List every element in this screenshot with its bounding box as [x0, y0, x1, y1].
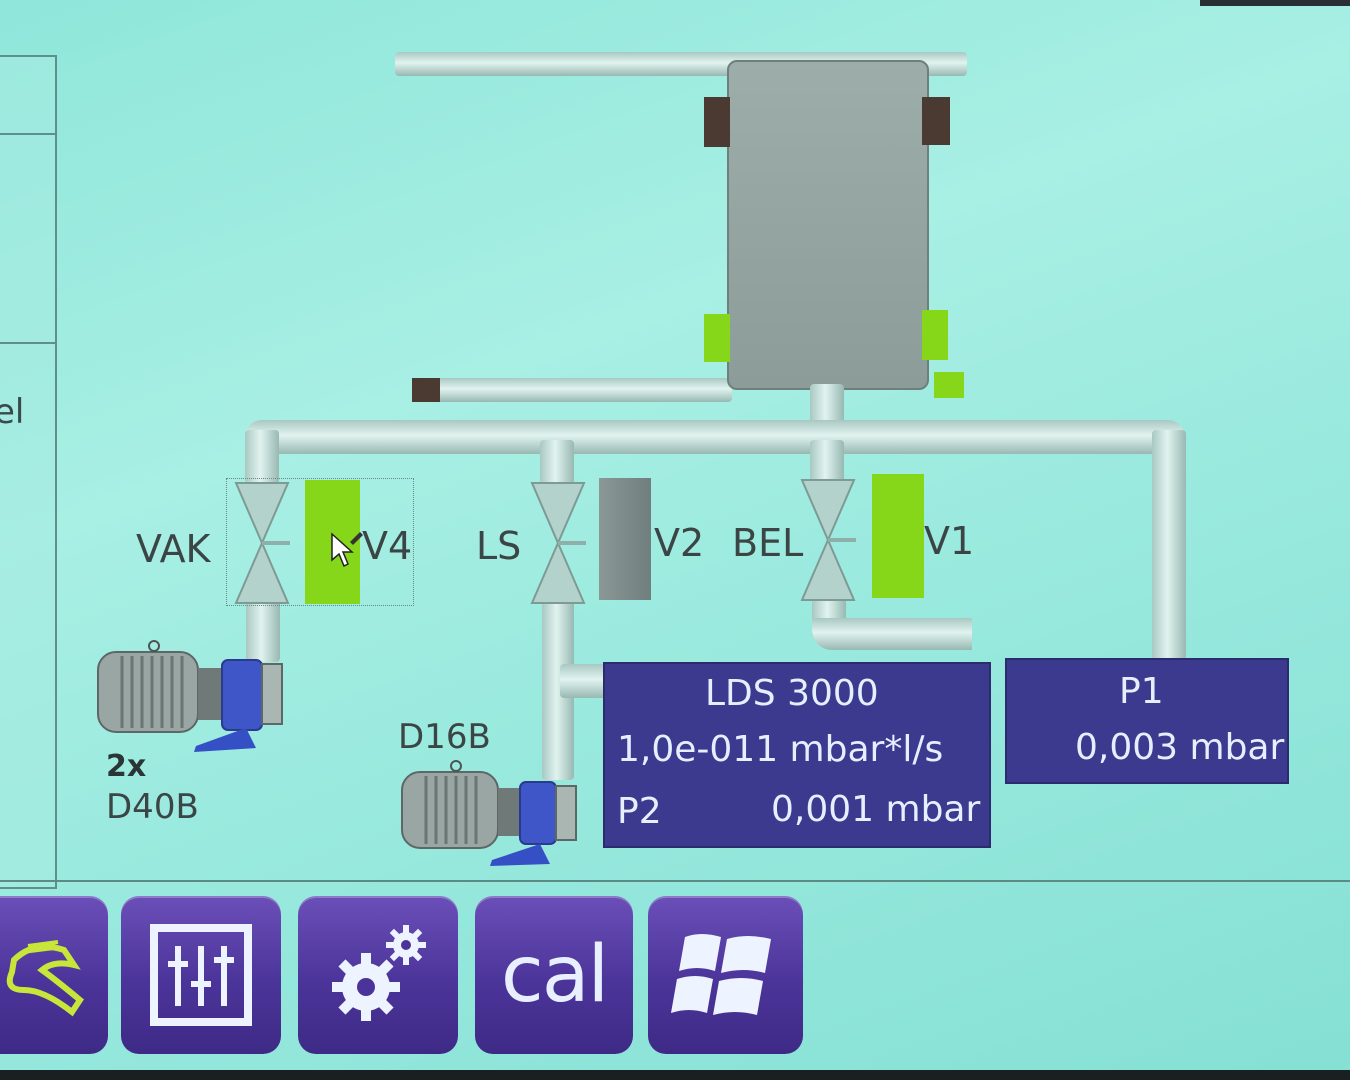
calibration-label: cal [500, 930, 609, 1020]
p1-label: P1 [1119, 671, 1164, 712]
lower-rail [412, 378, 732, 402]
valve-bel-icon [800, 479, 872, 601]
hand-icon [0, 896, 108, 1054]
pump-d40b[interactable] [96, 638, 286, 758]
chamber-clamp-left-top [704, 97, 730, 147]
valve-vak-icon [234, 482, 290, 604]
valve-v4-name: V4 [362, 524, 413, 568]
pipe-v1-to-lds [812, 618, 972, 650]
manifold-pipe [245, 420, 1185, 454]
pump-d16b-model: D16B [398, 717, 491, 757]
pipe-to-v2 [540, 440, 574, 484]
pipe-tee-to-lds [560, 664, 606, 698]
valve-v2-indicator[interactable] [599, 478, 651, 600]
gears-icon [298, 896, 458, 1054]
rail-end-indicator [412, 378, 440, 402]
chamber-clamp-right-top [922, 97, 950, 145]
valve-v1-name: V1 [924, 519, 975, 563]
valve-ls-icon [530, 482, 586, 604]
pipe-v4-to-pump [246, 600, 280, 662]
settings-button[interactable] [298, 896, 458, 1054]
panel-divider [0, 342, 55, 344]
windows-icon [648, 896, 803, 1054]
pump-d16b-icon [401, 760, 577, 866]
valve-v4-selection-frame [226, 478, 414, 606]
p2-label: P2 [617, 791, 662, 832]
pump-d40b-icon [97, 640, 283, 752]
valve-bel[interactable] [800, 478, 872, 602]
valve-ls[interactable] [530, 481, 586, 605]
valve-vak-label: VAK [136, 527, 211, 571]
windows-button[interactable] [648, 896, 803, 1054]
pipe-to-v4 [245, 430, 279, 484]
pipe-to-p1 [1152, 430, 1186, 660]
lds-title: LDS 3000 [705, 673, 879, 714]
lds-leak-rate: 1,0e-011 mbar*l/s [617, 729, 944, 770]
test-chamber[interactable] [727, 60, 929, 390]
rail-end-indicator-right [934, 372, 964, 398]
p1-panel[interactable]: P1 0,003 mbar [1005, 658, 1289, 784]
calibration-button[interactable]: cal [475, 896, 633, 1054]
pump-d40b-model: D40B [106, 787, 199, 827]
pipe-to-v1 [810, 440, 844, 484]
valve-bel-label: BEL [732, 521, 804, 565]
hand-button[interactable] [0, 896, 108, 1054]
panel-cut-label: el [0, 392, 25, 432]
pump-d16b[interactable] [400, 756, 580, 872]
sliders-button[interactable] [121, 896, 281, 1054]
mouse-cursor-icon [330, 530, 364, 574]
left-side-panel[interactable]: el [0, 55, 57, 889]
valve-vak[interactable] [234, 481, 290, 605]
pump-d40b-count: 2x [106, 749, 147, 784]
valve-ls-label: LS [476, 524, 522, 568]
bezel-edge [1200, 0, 1350, 6]
p2-value: 0,001 mbar [771, 789, 981, 830]
p1-value: 0,003 mbar [1075, 727, 1285, 768]
chamber-clamp-right-bottom [922, 310, 948, 360]
panel-divider [0, 133, 55, 135]
cal-icon: cal [475, 896, 633, 1054]
taskbar-divider [0, 880, 1350, 882]
valve-v2-name: V2 [654, 521, 705, 565]
sliders-icon [121, 896, 281, 1054]
lds-3000-panel[interactable]: LDS 3000 1,0e-011 mbar*l/s P2 0,001 mbar [603, 662, 991, 848]
chamber-clamp-left-bottom [704, 314, 730, 362]
valve-v1-indicator[interactable] [872, 474, 924, 598]
